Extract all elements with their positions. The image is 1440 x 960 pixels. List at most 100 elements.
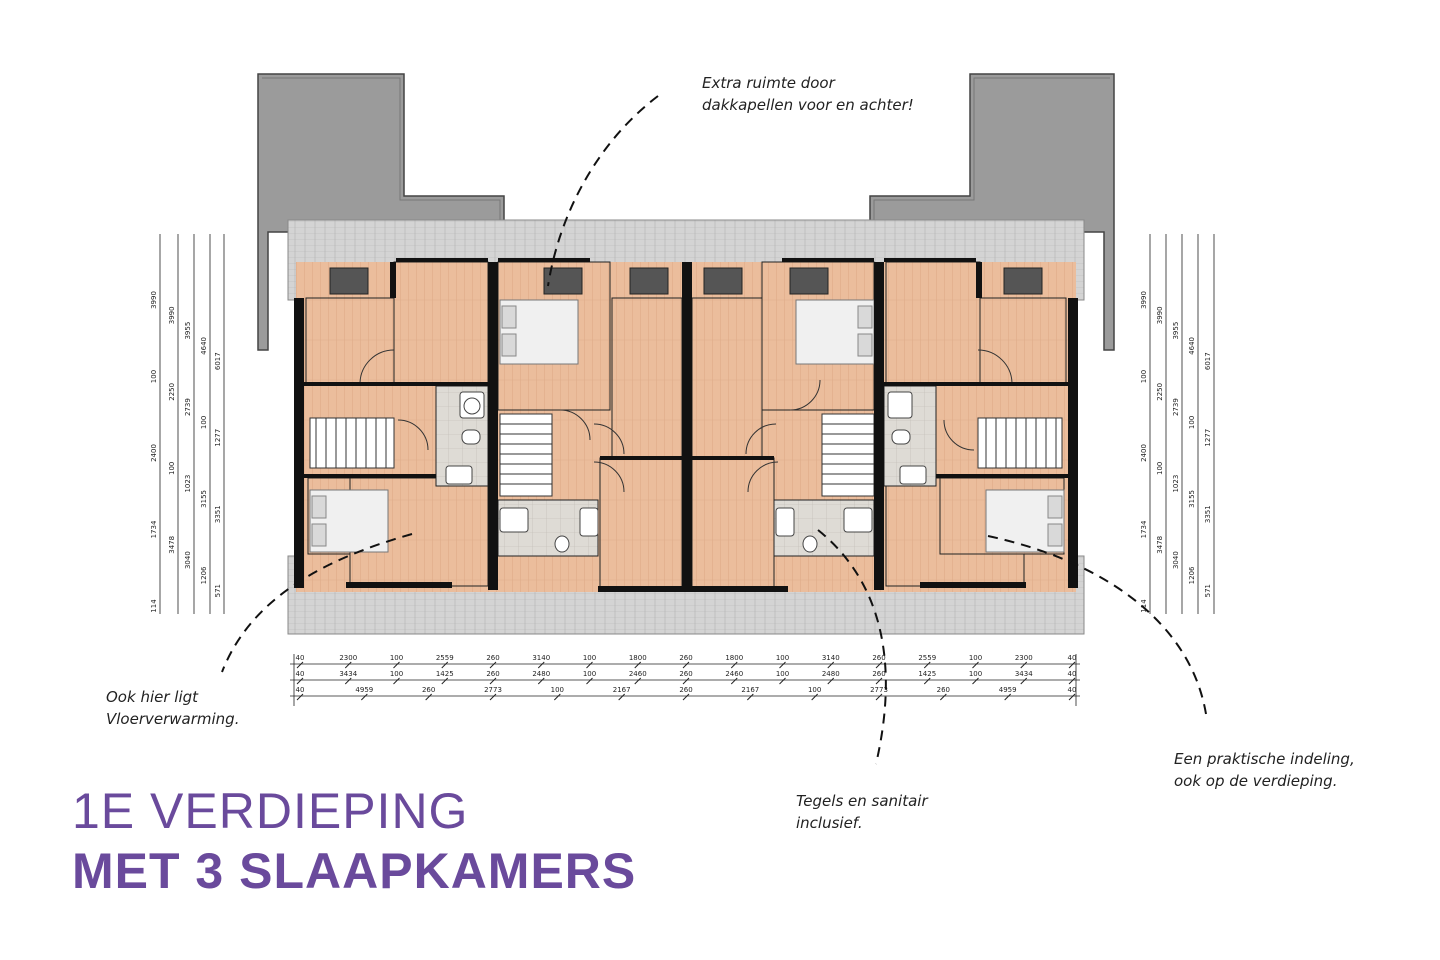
dimension-label: 2773 xyxy=(870,686,888,694)
dimension-label: 1277 xyxy=(1204,429,1212,447)
dimension-label: 2480 xyxy=(532,670,550,678)
dimension-label: 100 xyxy=(583,670,596,678)
dimension-label: 1206 xyxy=(200,566,208,584)
dimension-label: 2559 xyxy=(436,654,454,662)
door-swings xyxy=(359,349,1013,493)
dimension-tick xyxy=(875,661,883,669)
dimension-label: 3990 xyxy=(1156,306,1164,324)
dimension-label: 3955 xyxy=(1172,322,1180,340)
note-dormers: Extra ruimte door dakkapellen voor en ac… xyxy=(702,74,914,114)
dimension-label: 1734 xyxy=(1140,520,1148,538)
dimension-tick xyxy=(827,677,835,685)
dimension-tick xyxy=(746,693,754,701)
title-floor: 1E VERDIEPING xyxy=(72,783,469,839)
dimension-label: 100 xyxy=(583,654,596,662)
dimension-label: 3990 xyxy=(150,291,158,309)
dimension-label: 3434 xyxy=(1015,670,1033,678)
dimension-label: 100 xyxy=(150,370,158,383)
dimension-tick xyxy=(682,693,690,701)
dimension-label: 2739 xyxy=(184,398,192,416)
dimension-label: 1206 xyxy=(1188,566,1196,584)
dimension-label: 100 xyxy=(969,670,982,678)
dimension-label: 100 xyxy=(969,654,982,662)
dimension-label: 4959 xyxy=(999,686,1017,694)
dimension-label: 100 xyxy=(1156,462,1164,475)
annotation-leaders xyxy=(221,95,1207,765)
dimension-tick xyxy=(441,677,449,685)
dimension-label: 40 xyxy=(296,670,305,678)
dimension-label: 1425 xyxy=(436,670,454,678)
dimension-label: 260 xyxy=(679,654,692,662)
dimension-label: 100 xyxy=(390,654,403,662)
dimension-label: 3155 xyxy=(1188,490,1196,508)
dimension-label: 40 xyxy=(296,654,305,662)
dimension-label: 2400 xyxy=(150,444,158,462)
dimension-label: 2250 xyxy=(1156,383,1164,401)
dimension-label: 100 xyxy=(1140,370,1148,383)
dimension-label: 2250 xyxy=(168,383,176,401)
dimension-tick xyxy=(939,693,947,701)
dimension-labels-vertical: 3990 3990 3955 4640 6017 100 2250 2739 100 1277 24… xyxy=(150,291,1212,613)
dimension-tick xyxy=(827,661,835,669)
sanitary-fixtures xyxy=(445,391,927,553)
dimension-tick xyxy=(618,693,626,701)
dimension-tick xyxy=(682,677,690,685)
dimension-label: 3351 xyxy=(214,505,222,523)
dimension-label: 4640 xyxy=(1188,337,1196,355)
dimension-label: 2400 xyxy=(1140,444,1148,462)
dimension-label: 40 xyxy=(1068,670,1077,678)
dimension-label: 1734 xyxy=(150,520,158,538)
dimension-label: 571 xyxy=(1204,584,1212,597)
dimension-label: 2167 xyxy=(613,686,631,694)
dimension-label: 6017 xyxy=(1204,352,1212,370)
dimension-label: 1800 xyxy=(725,654,743,662)
dimension-tick xyxy=(875,693,883,701)
skylights xyxy=(329,267,1043,295)
dimension-label: 3040 xyxy=(1172,551,1180,569)
dimension-label: 3955 xyxy=(184,322,192,340)
dimension-tick xyxy=(441,661,449,669)
dimension-label: 3434 xyxy=(339,670,357,678)
dimension-label: 3478 xyxy=(1156,536,1164,554)
dimension-label: 571 xyxy=(214,584,222,597)
dimension-tick xyxy=(1004,693,1012,701)
dimension-label: 114 xyxy=(150,599,158,613)
note-floor-heating: Ook hier ligt Vloerverwarming. xyxy=(106,688,240,728)
dimension-label: 2773 xyxy=(484,686,502,694)
note-layout: Een praktische indeling, ook op de verdi… xyxy=(1174,750,1355,790)
dimension-tick xyxy=(586,677,593,685)
dimension-label: 3140 xyxy=(532,654,550,662)
dimension-tick xyxy=(489,677,497,685)
beds xyxy=(309,299,1065,553)
dimension-label: 1023 xyxy=(184,475,192,493)
dimension-label: 260 xyxy=(872,654,885,662)
dimension-label: 100 xyxy=(168,462,176,475)
dimension-tick xyxy=(360,693,368,701)
dimension-tick xyxy=(489,661,497,669)
dimension-label: 2480 xyxy=(822,670,840,678)
dimension-lines-horizontal xyxy=(290,654,1080,706)
dimension-tick xyxy=(730,661,738,669)
dimension-tick xyxy=(779,677,786,685)
dimension-tick xyxy=(1020,661,1028,669)
dimension-label: 1425 xyxy=(918,670,936,678)
dimension-tick xyxy=(972,661,979,669)
dimension-label: 4959 xyxy=(355,686,373,694)
dimension-label: 2167 xyxy=(741,686,759,694)
dimension-tick xyxy=(811,693,819,701)
dimension-label: 3140 xyxy=(822,654,840,662)
dimension-label: 114 xyxy=(1140,599,1148,613)
stairs xyxy=(309,413,1063,497)
dimension-tick xyxy=(972,677,979,685)
dimension-tick xyxy=(923,677,931,685)
dimension-label: 4640 xyxy=(200,337,208,355)
dimension-label: 260 xyxy=(872,670,885,678)
dimension-label: 1277 xyxy=(214,429,222,447)
dimension-tick xyxy=(730,677,738,685)
dimension-label: 3155 xyxy=(200,490,208,508)
dimension-label: 2739 xyxy=(1172,398,1180,416)
dimension-tick xyxy=(634,677,642,685)
dimension-tick xyxy=(537,661,545,669)
